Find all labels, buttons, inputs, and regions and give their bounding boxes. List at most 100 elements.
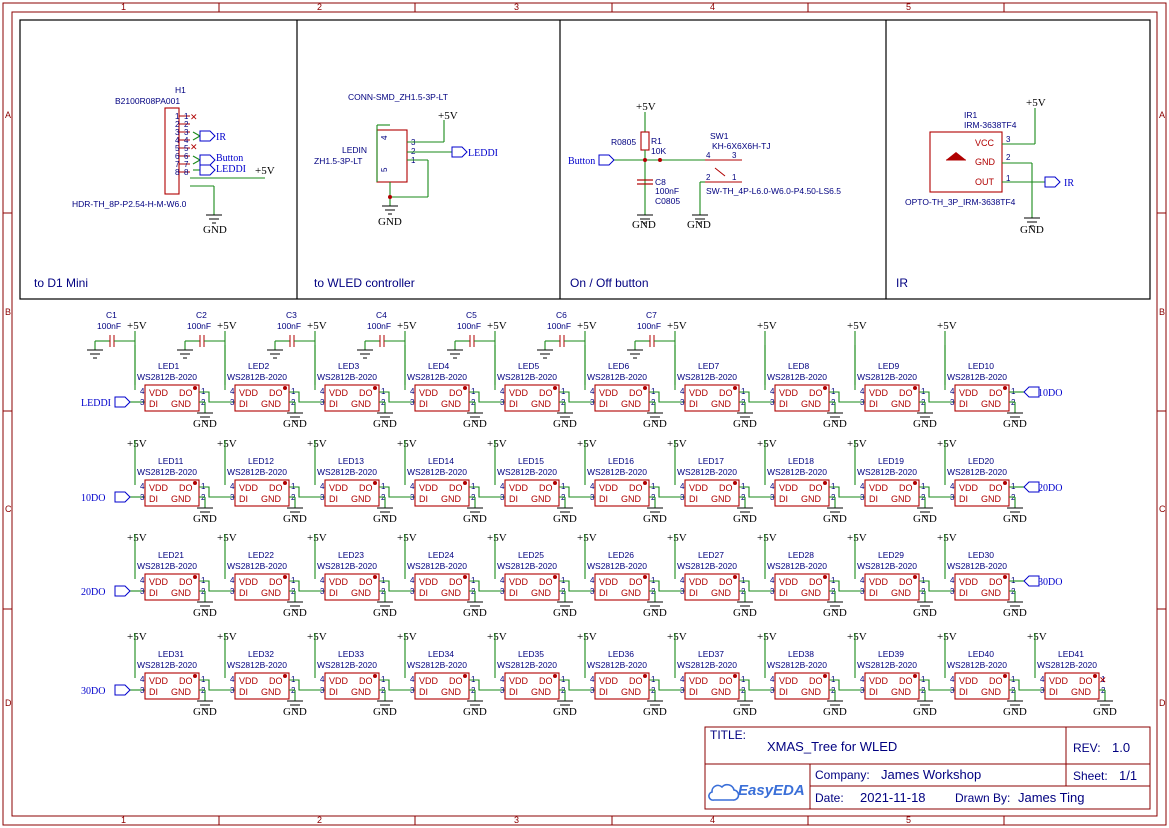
pin-gnd: GND: [801, 399, 822, 409]
pin-n3: 3: [680, 587, 685, 596]
led-part: WS2812B-2020: [767, 660, 827, 670]
led-gnd: GND: [193, 607, 217, 619]
led-ref: LED24: [428, 550, 454, 560]
led-ref: LED12: [248, 456, 274, 466]
pin-n3: 3: [410, 493, 415, 502]
pin-n4: 4: [410, 387, 415, 396]
h1-net-button: Button: [216, 153, 243, 164]
h1-pin-num-r: 3: [184, 128, 189, 137]
cap-power: +5V: [397, 320, 417, 332]
pin-n3: 3: [950, 493, 955, 502]
ir-pin-out: OUT: [975, 177, 995, 187]
section-label-ir: IR: [896, 276, 908, 290]
led-gnd: GND: [913, 418, 937, 430]
led-part: WS2812B-2020: [407, 467, 467, 477]
ir-power: +5V: [1026, 97, 1046, 109]
led-part: WS2812B-2020: [677, 467, 737, 477]
led-gnd: GND: [643, 418, 667, 430]
pin-gnd: GND: [261, 588, 282, 598]
h1-pin-num-r: 1: [184, 112, 189, 121]
r-ref: R0805: [611, 137, 636, 147]
led-power: +5V: [397, 532, 417, 544]
ir-receiver: IR1 IRM-3638TF4 VCC GND OUT 3 2 1 +5V GN…: [905, 97, 1074, 236]
section-label-wled: to WLED controller: [314, 276, 415, 290]
pin-n3: 3: [680, 686, 685, 695]
pin-n3: 3: [230, 398, 235, 407]
pin-n4: 4: [500, 576, 505, 585]
pin-n3: 3: [590, 686, 595, 695]
led-part: WS2812B-2020: [137, 561, 197, 571]
pin-n3: 3: [770, 493, 775, 502]
led-power: +5V: [127, 631, 147, 643]
pin-n3: 3: [320, 587, 325, 596]
pin-do: DO: [899, 676, 913, 686]
grid-col-bottom: 4: [710, 815, 715, 825]
pin-di: DI: [329, 399, 338, 409]
pin-n3: 3: [590, 398, 595, 407]
pin-do: DO: [809, 676, 823, 686]
pin-vdd: VDD: [779, 388, 799, 398]
led-ref: LED22: [248, 550, 274, 560]
led-ref: LED2: [248, 361, 270, 371]
led-gnd: GND: [553, 607, 577, 619]
pin-gnd: GND: [531, 494, 552, 504]
pin-gnd: GND: [171, 399, 192, 409]
cap-ref: C5: [466, 310, 477, 320]
led-part: WS2812B-2020: [677, 561, 737, 571]
pin-vdd: VDD: [1049, 676, 1069, 686]
ledin-conn-name: CONN-SMD_ZH1.5-3P-LT: [348, 92, 448, 102]
pin-gnd: GND: [351, 399, 372, 409]
pin-n4: 4: [680, 387, 685, 396]
pin-di: DI: [239, 494, 248, 504]
pin-n3: 3: [410, 398, 415, 407]
pin-di: DI: [869, 494, 878, 504]
pin-gnd: GND: [441, 399, 462, 409]
pin-do: DO: [179, 577, 193, 587]
pin-n3: 3: [320, 398, 325, 407]
grid-col-bottom: 1: [121, 815, 126, 825]
pin-vdd: VDD: [689, 676, 709, 686]
pin-vdd: VDD: [959, 388, 979, 398]
pin-do: DO: [719, 577, 733, 587]
pin-di: DI: [689, 588, 698, 598]
led-row-in-net: LEDDI: [81, 398, 111, 409]
pin-vdd: VDD: [779, 483, 799, 493]
pin-n3: 3: [500, 398, 505, 407]
pin-di: DI: [869, 687, 878, 697]
led-power: +5V: [757, 532, 777, 544]
pin-do: DO: [179, 676, 193, 686]
pin-vdd: VDD: [419, 483, 439, 493]
pin-di: DI: [149, 687, 158, 697]
pin-do: DO: [539, 676, 553, 686]
cap-ref: C1: [106, 310, 117, 320]
pin-do: DO: [719, 483, 733, 493]
pin-n4: 4: [680, 482, 685, 491]
pin-do: DO: [449, 577, 463, 587]
svg-text:✕: ✕: [190, 142, 198, 152]
pin-n3: 3: [950, 686, 955, 695]
led-power: +5V: [397, 438, 417, 450]
cap-val: 100nF: [457, 321, 481, 331]
led-power: +5V: [937, 631, 957, 643]
grid-col-bottom: 5: [906, 815, 911, 825]
led-part: WS2812B-2020: [767, 561, 827, 571]
led-ref: LED30: [968, 550, 994, 560]
led-gnd: GND: [643, 607, 667, 619]
pin-n4: 4: [320, 675, 325, 684]
c8-val: 100nF: [655, 186, 679, 196]
led-row-in-net: 10DO: [81, 493, 105, 504]
connector-ledin: CONN-SMD_ZH1.5-3P-LT LEDIN ZH1.5-3P-LT 3…: [314, 92, 498, 228]
pin-vdd: VDD: [509, 483, 529, 493]
h1-pin-num: 7: [175, 160, 180, 169]
pin-n4: 4: [140, 387, 145, 396]
pin-n3: 3: [680, 398, 685, 407]
led-power: +5V: [577, 532, 597, 544]
pin-n1: 1: [1101, 675, 1106, 684]
led-ref: LED39: [878, 649, 904, 659]
led-row-out-net: 10DO: [1038, 388, 1062, 399]
